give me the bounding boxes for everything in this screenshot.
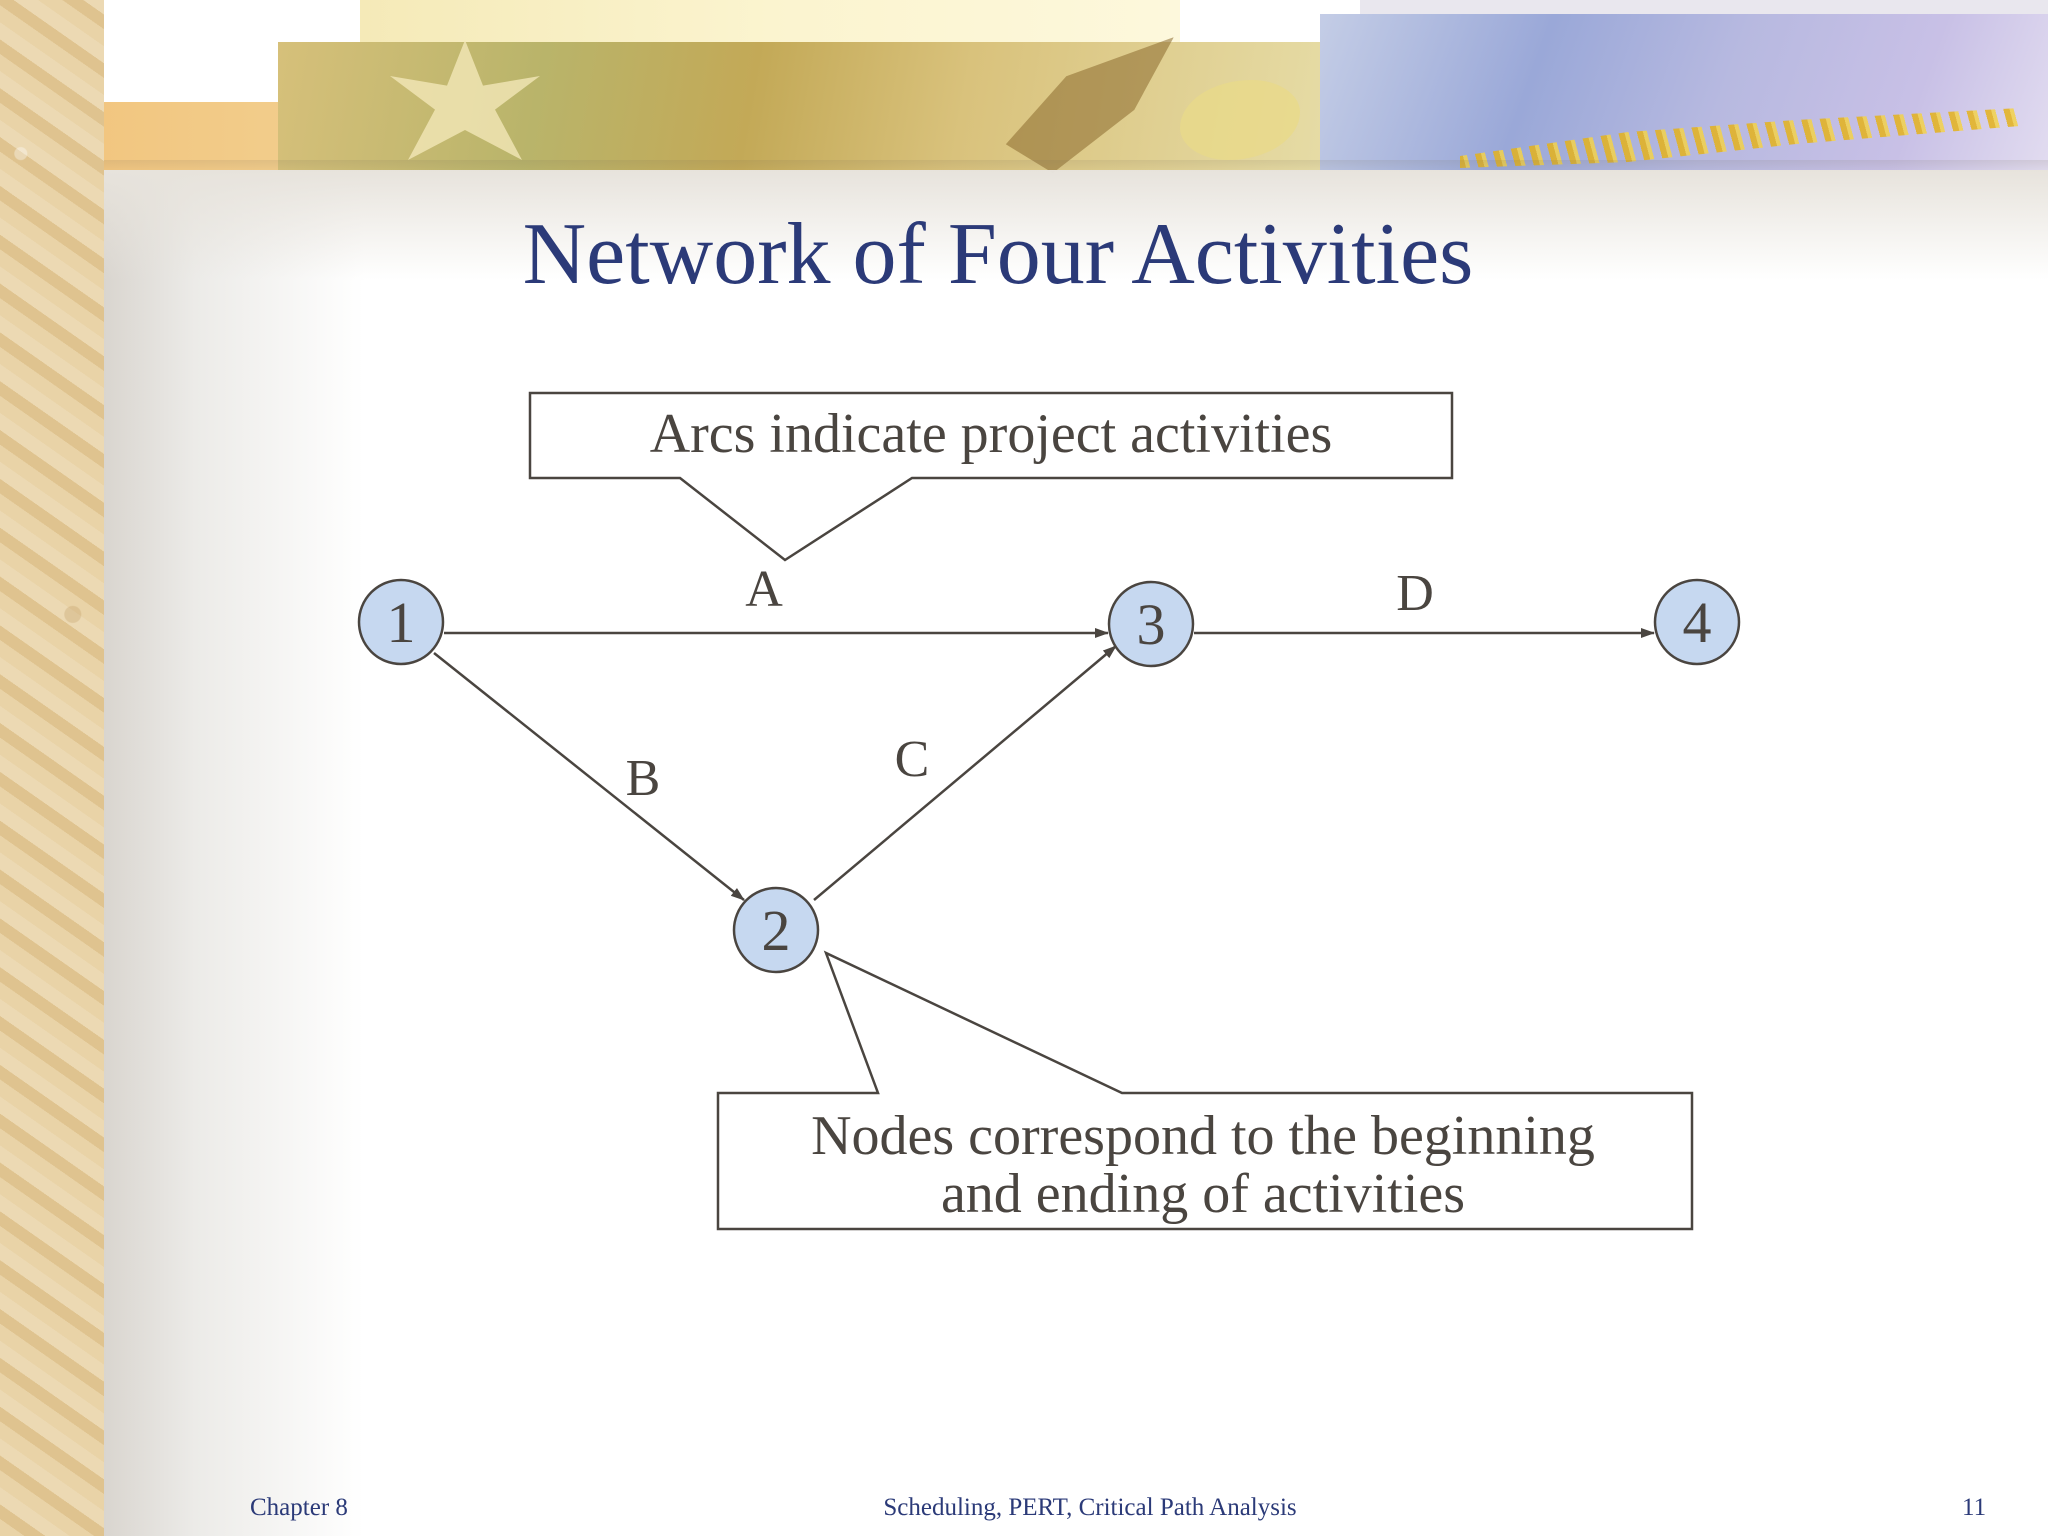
arc-label-c: C	[895, 731, 930, 788]
node-1-label: 1	[387, 590, 416, 655]
footer-course: Scheduling, PERT, Critical Path Analysis	[883, 1494, 1297, 1521]
footer-chapter: Chapter 8	[250, 1494, 348, 1521]
node-4: 4	[1653, 578, 1741, 666]
node-2-label: 2	[762, 898, 791, 963]
node-3-label: 3	[1137, 592, 1166, 657]
arc-b	[433, 652, 745, 901]
node-2: 2	[732, 886, 820, 974]
callout-nodes-line2: and ending of activities	[941, 1163, 1465, 1225]
callout-nodes: Nodes correspond to the beginning and en…	[716, 950, 1694, 1231]
arc-c	[813, 645, 1117, 901]
callout-arcs: Arcs indicate project activities	[528, 391, 1454, 562]
node-4-label: 4	[1683, 590, 1712, 655]
decorative-banner	[0, 0, 2048, 170]
slide-title: Network of Four Activities	[0, 205, 2048, 305]
node-1: 1	[357, 578, 445, 666]
arc-label-d: D	[1396, 565, 1434, 622]
arc-label-a: A	[745, 561, 783, 618]
parchment-strip	[0, 0, 104, 1536]
arc-label-b: B	[626, 750, 661, 807]
callout-nodes-line1: Nodes correspond to the beginning	[811, 1105, 1595, 1167]
node-3: 3	[1107, 580, 1195, 668]
slide-title-text: Network of Four Activities	[522, 206, 1474, 303]
footer-page-number: 11	[1962, 1494, 1987, 1521]
callout-arcs-text: Arcs indicate project activities	[650, 403, 1333, 465]
